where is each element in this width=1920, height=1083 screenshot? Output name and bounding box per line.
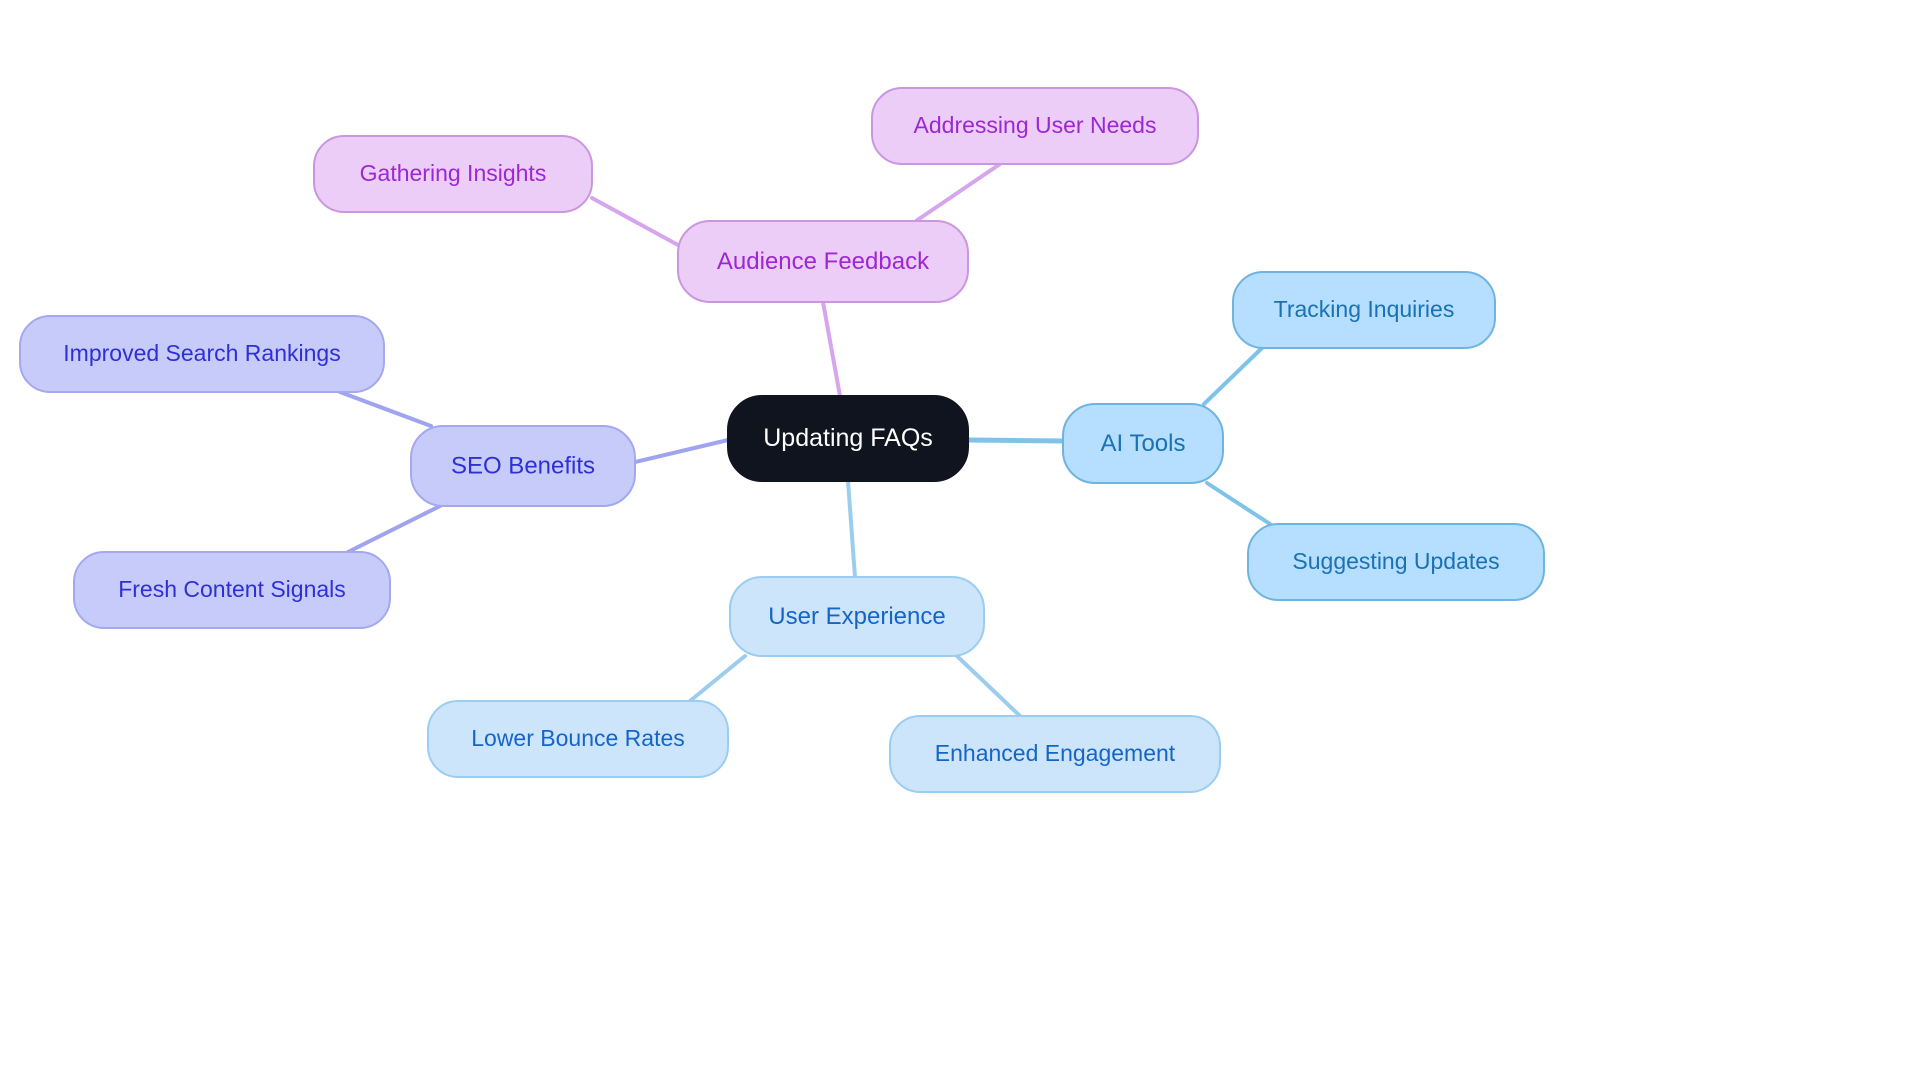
edge-root-user-experience: [846, 479, 857, 579]
edge-seo-benefits-fresh-content-signals: [346, 504, 442, 554]
node-label-enhanced-engagement: Enhanced Engagement: [935, 740, 1176, 766]
node-lower-bounce-rates[interactable]: Lower Bounce Rates: [427, 700, 729, 778]
node-label-gathering-insights: Gathering Insights: [360, 160, 547, 186]
node-fresh-content-signals[interactable]: Fresh Content Signals: [73, 551, 391, 629]
node-audience-feedback[interactable]: Audience Feedback: [677, 220, 969, 303]
node-addressing-user-needs[interactable]: Addressing User Needs: [871, 87, 1199, 165]
node-shape-improved-search-rankings[interactable]: [19, 315, 385, 393]
edge-root-seo-benefits: [633, 438, 730, 464]
edges-layer: [338, 162, 1272, 718]
node-label-addressing-user-needs: Addressing User Needs: [914, 112, 1157, 138]
node-shape-user-experience[interactable]: [729, 576, 985, 657]
edge-user-experience-enhanced-engagement: [955, 654, 1022, 718]
node-ai-tools[interactable]: AI Tools: [1062, 403, 1224, 484]
node-shape-enhanced-engagement[interactable]: [889, 715, 1221, 793]
node-shape-fresh-content-signals[interactable]: [73, 551, 391, 629]
edge-ai-tools-suggesting-updates: [1205, 481, 1272, 526]
edge-seo-benefits-improved-search-rankings: [338, 390, 433, 428]
node-suggesting-updates[interactable]: Suggesting Updates: [1247, 523, 1545, 601]
node-label-tracking-inquiries: Tracking Inquiries: [1274, 296, 1455, 322]
node-shape-tracking-inquiries[interactable]: [1232, 271, 1496, 349]
edge-root-ai-tools: [965, 437, 1066, 444]
node-label-audience-feedback: Audience Feedback: [717, 248, 930, 275]
node-root[interactable]: Updating FAQs: [727, 395, 969, 482]
node-shape-gathering-insights[interactable]: [313, 135, 593, 213]
node-label-root: Updating FAQs: [763, 424, 933, 452]
edge-user-experience-lower-bounce-rates: [688, 654, 747, 703]
node-shape-lower-bounce-rates[interactable]: [427, 700, 729, 778]
node-label-suggesting-updates: Suggesting Updates: [1292, 548, 1499, 574]
node-label-fresh-content-signals: Fresh Content Signals: [118, 576, 346, 602]
node-shape-audience-feedback[interactable]: [677, 220, 969, 303]
node-user-experience[interactable]: User Experience: [729, 576, 985, 657]
node-shape-suggesting-updates[interactable]: [1247, 523, 1545, 601]
node-tracking-inquiries[interactable]: Tracking Inquiries: [1232, 271, 1496, 349]
node-shape-addressing-user-needs[interactable]: [871, 87, 1199, 165]
nodes-layer: Updating FAQs Audience Feedback Gathering …: [19, 87, 1545, 793]
node-label-improved-search-rankings: Improved Search Rankings: [63, 340, 340, 366]
edge-audience-feedback-addressing-user-needs: [914, 162, 1002, 223]
node-enhanced-engagement[interactable]: Enhanced Engagement: [889, 715, 1221, 793]
node-improved-search-rankings[interactable]: Improved Search Rankings: [19, 315, 385, 393]
node-label-lower-bounce-rates: Lower Bounce Rates: [471, 725, 685, 751]
node-shape-root[interactable]: [727, 395, 969, 482]
node-shape-ai-tools[interactable]: [1062, 403, 1224, 484]
edge-ai-tools-tracking-inquiries: [1202, 346, 1264, 406]
edge-audience-feedback-gathering-insights: [590, 196, 680, 247]
node-label-ai-tools: AI Tools: [1101, 430, 1186, 457]
node-shape-seo-benefits[interactable]: [410, 425, 636, 507]
node-label-seo-benefits: SEO Benefits: [451, 452, 595, 479]
node-label-user-experience: User Experience: [768, 603, 945, 630]
edge-root-audience-feedback: [821, 300, 842, 398]
node-seo-benefits[interactable]: SEO Benefits: [410, 425, 636, 507]
node-gathering-insights[interactable]: Gathering Insights: [313, 135, 593, 213]
